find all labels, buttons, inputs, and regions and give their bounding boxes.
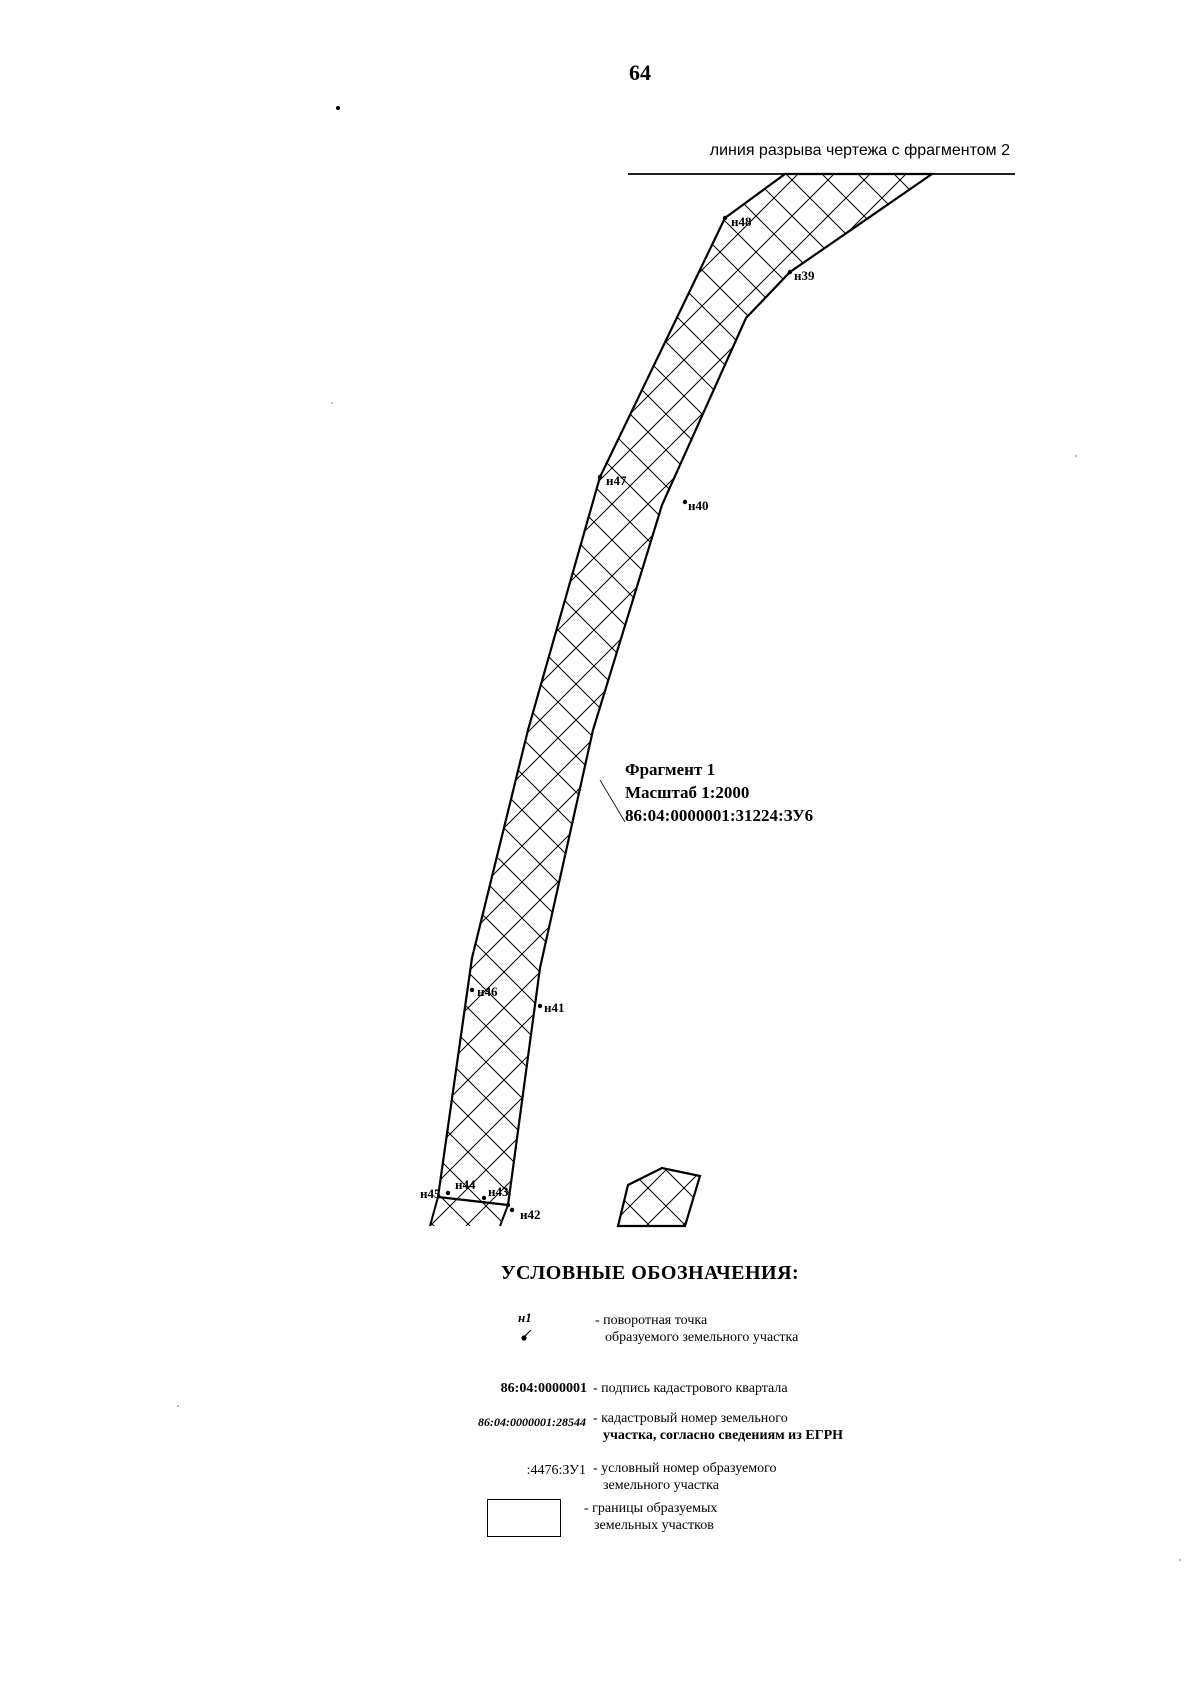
legend-point-symbol-label: н1 xyxy=(518,1310,532,1325)
legend-new-parcel-symbol: :4476:ЗУ1 xyxy=(526,1463,586,1478)
point-label-n48: н48 xyxy=(731,214,752,229)
point-label-n43: н43 xyxy=(488,1184,509,1199)
legend-new-parcel-desc-line1: - условный номер образуемого xyxy=(593,1461,777,1476)
point-label-n45: н45 xyxy=(420,1186,441,1201)
point-label-n42: н42 xyxy=(520,1207,541,1222)
fragment-title: Фрагмент 1 xyxy=(625,760,716,779)
speck xyxy=(331,402,333,404)
adjacent-parcel xyxy=(616,1166,702,1228)
legend-point-tick xyxy=(524,1329,532,1337)
point-label-n47: н47 xyxy=(606,473,627,488)
legend-quarter-symbol: 86:04:0000001 xyxy=(500,1381,587,1396)
speck xyxy=(336,106,340,110)
legend-parcel-desc-line2: участка, согласно сведениям из ЕГРН xyxy=(603,1428,844,1443)
page-number: 64 xyxy=(629,60,651,85)
legend-point-desc: - поворотная точка образуемого земельног… xyxy=(595,1312,915,1346)
legend-boundary-desc-line2: земельных участков xyxy=(594,1518,714,1533)
legend-quarter-desc-line1: - подпись кадастрового квартала xyxy=(593,1381,788,1396)
speck xyxy=(177,1405,179,1407)
legend-new-parcel-desc-line2: земельного участка xyxy=(603,1478,719,1493)
fragment-scale: Масштаб 1:2000 xyxy=(625,783,750,802)
label-leader xyxy=(599,779,626,823)
legend-boundary-symbol xyxy=(487,1499,561,1537)
parcel-strip-continuation xyxy=(430,1197,508,1226)
strip-edge-right xyxy=(499,1204,509,1227)
break-line-label: линия разрыва чертежа с фрагментом 2 xyxy=(709,142,1010,159)
legend-point-dot xyxy=(521,1335,527,1341)
point-label-n46: н46 xyxy=(477,984,498,999)
legend-parcel-symbol: 86:04:0000001:28544 xyxy=(478,1415,586,1429)
legend-parcel-desc-line1: - кадастровый номер земельного xyxy=(593,1411,788,1426)
point-label-n41: н41 xyxy=(544,1000,565,1015)
speck xyxy=(1075,455,1077,457)
legend-parcel-desc: - кадастровый номер земельного участка, … xyxy=(593,1410,913,1444)
vertex-dots xyxy=(445,215,793,1213)
point-label-n39: н39 xyxy=(794,268,815,283)
point-label-n40: н40 xyxy=(688,498,709,513)
fragment-info: Фрагмент 1 Масштаб 1:2000 86:04:0000001:… xyxy=(625,758,813,827)
legend-title: УСЛОВНЫЕ ОБОЗНАЧЕНИЯ: xyxy=(500,1262,800,1284)
speck xyxy=(1179,1559,1181,1561)
legend-point-desc-line2: образуемого земельного участка xyxy=(605,1330,799,1345)
fragment-parcel-number: 86:04:0000001:31224:ЗУ6 xyxy=(625,806,814,825)
legend-boundary-desc: - границы образуемых земельных участков xyxy=(584,1500,904,1534)
point-label-n44: н44 xyxy=(455,1177,476,1192)
legend-quarter-desc: - подпись кадастрового квартала xyxy=(593,1380,913,1397)
legend-new-parcel-desc: - условный номер образуемого земельного … xyxy=(593,1460,913,1494)
legend-point-desc-line1: - поворотная точка xyxy=(595,1313,708,1328)
strip-edge-left xyxy=(429,1196,439,1227)
parcel-strip xyxy=(436,172,936,1207)
legend-boundary-desc-line1: - границы образуемых xyxy=(584,1501,718,1516)
